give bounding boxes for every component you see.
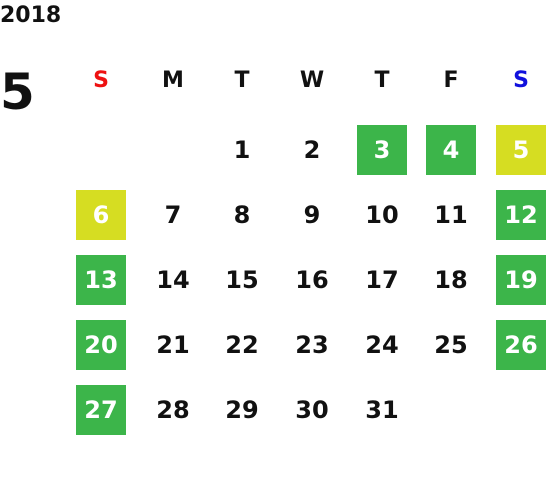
weekday-sun: S: [93, 68, 109, 93]
day-cell-16[interactable]: 16: [295, 266, 329, 294]
day-cell-1[interactable]: 1: [233, 136, 251, 164]
day-cell-2[interactable]: 2: [303, 136, 321, 164]
day-cell-17[interactable]: 17: [365, 266, 399, 294]
day-cell-19[interactable]: 19: [496, 255, 546, 305]
day-cell-7[interactable]: 7: [164, 201, 182, 229]
day-cell-10[interactable]: 10: [365, 201, 399, 229]
day-cell-5[interactable]: 5: [496, 125, 546, 175]
day-cell-21[interactable]: 21: [156, 331, 190, 359]
weekday-sat: S: [513, 68, 529, 93]
day-cell-28[interactable]: 28: [156, 396, 190, 424]
day-cell-6[interactable]: 6: [76, 190, 126, 240]
weekday-fri: F: [443, 68, 459, 93]
weekday-mon: M: [162, 68, 184, 93]
day-cell-9[interactable]: 9: [303, 201, 321, 229]
weekday-wed: W: [299, 68, 325, 93]
day-cell-24[interactable]: 24: [365, 331, 399, 359]
day-cell-20[interactable]: 20: [76, 320, 126, 370]
day-cell-23[interactable]: 23: [295, 331, 329, 359]
day-cell-3[interactable]: 3: [357, 125, 407, 175]
day-cell-31[interactable]: 31: [365, 396, 399, 424]
month-number: 5: [0, 63, 35, 121]
day-cell-22[interactable]: 22: [225, 331, 259, 359]
day-cell-29[interactable]: 29: [225, 396, 259, 424]
day-cell-15[interactable]: 15: [225, 266, 259, 294]
day-cell-4[interactable]: 4: [426, 125, 476, 175]
day-cell-8[interactable]: 8: [233, 201, 251, 229]
day-cell-13[interactable]: 13: [76, 255, 126, 305]
weekday-tue: T: [234, 68, 250, 93]
year-label: 2018: [0, 3, 62, 28]
day-cell-27[interactable]: 27: [76, 385, 126, 435]
day-cell-18[interactable]: 18: [434, 266, 468, 294]
weekday-thu: T: [374, 68, 390, 93]
day-cell-25[interactable]: 25: [434, 331, 468, 359]
day-cell-26[interactable]: 26: [496, 320, 546, 370]
day-cell-11[interactable]: 11: [434, 201, 468, 229]
day-cell-30[interactable]: 30: [295, 396, 329, 424]
day-cell-12[interactable]: 12: [496, 190, 546, 240]
day-cell-14[interactable]: 14: [156, 266, 190, 294]
